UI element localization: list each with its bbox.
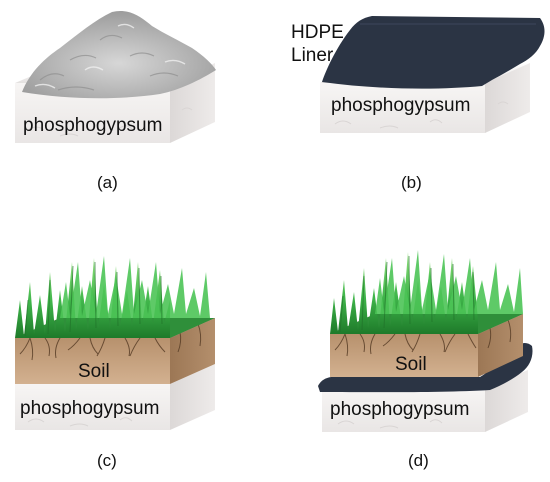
- panel-caption: (d): [408, 451, 429, 470]
- phosphogypsum-label: phosphogypsum: [20, 398, 159, 419]
- phosphogypsum-label: phosphogypsum: [330, 399, 469, 420]
- liner-label-line2: Liner: [291, 45, 334, 66]
- gypsum-texture: [337, 419, 443, 429]
- block-front-face: [15, 384, 170, 430]
- grass-layer: [15, 256, 215, 338]
- panel-caption: (a): [97, 173, 118, 192]
- powder-pile: [22, 10, 216, 99]
- hdpe-liner: [318, 343, 533, 393]
- phosphogypsum-block: [15, 364, 215, 430]
- block-front-face: [320, 83, 485, 133]
- panel-caption: (c): [97, 451, 117, 470]
- panel-d: Soil phosphogypsum (d): [318, 250, 533, 470]
- block-front-face: [322, 388, 485, 432]
- roots: [19, 323, 202, 361]
- hdpe-liner: [322, 16, 545, 89]
- soil-label: Soil: [78, 361, 110, 382]
- phosphogypsum-label: phosphogypsum: [331, 95, 470, 116]
- grass-layer: [330, 250, 523, 334]
- soil-label: Soil: [395, 354, 427, 375]
- soil-right-face: [170, 318, 215, 384]
- panel-b: HDPE Liner phosphogypsum (b): [291, 16, 545, 192]
- soil-front-face: [330, 334, 478, 377]
- block-right-face: [170, 364, 215, 430]
- gypsum-texture: [334, 101, 509, 129]
- phosphogypsum-label: phosphogypsum: [23, 115, 162, 136]
- gypsum-texture: [27, 107, 193, 137]
- phosphogypsum-block: [322, 370, 528, 432]
- panel-a: phosphogypsum (a): [15, 10, 216, 192]
- liner-label-line1: HDPE: [291, 22, 344, 43]
- panel-c: Soil phosphogypsum (c): [15, 256, 215, 470]
- roots: [334, 319, 512, 357]
- block-right-face: [485, 63, 530, 133]
- panel-caption: (b): [401, 173, 422, 192]
- gypsum-texture: [27, 417, 133, 427]
- soil-right-face: [478, 314, 523, 377]
